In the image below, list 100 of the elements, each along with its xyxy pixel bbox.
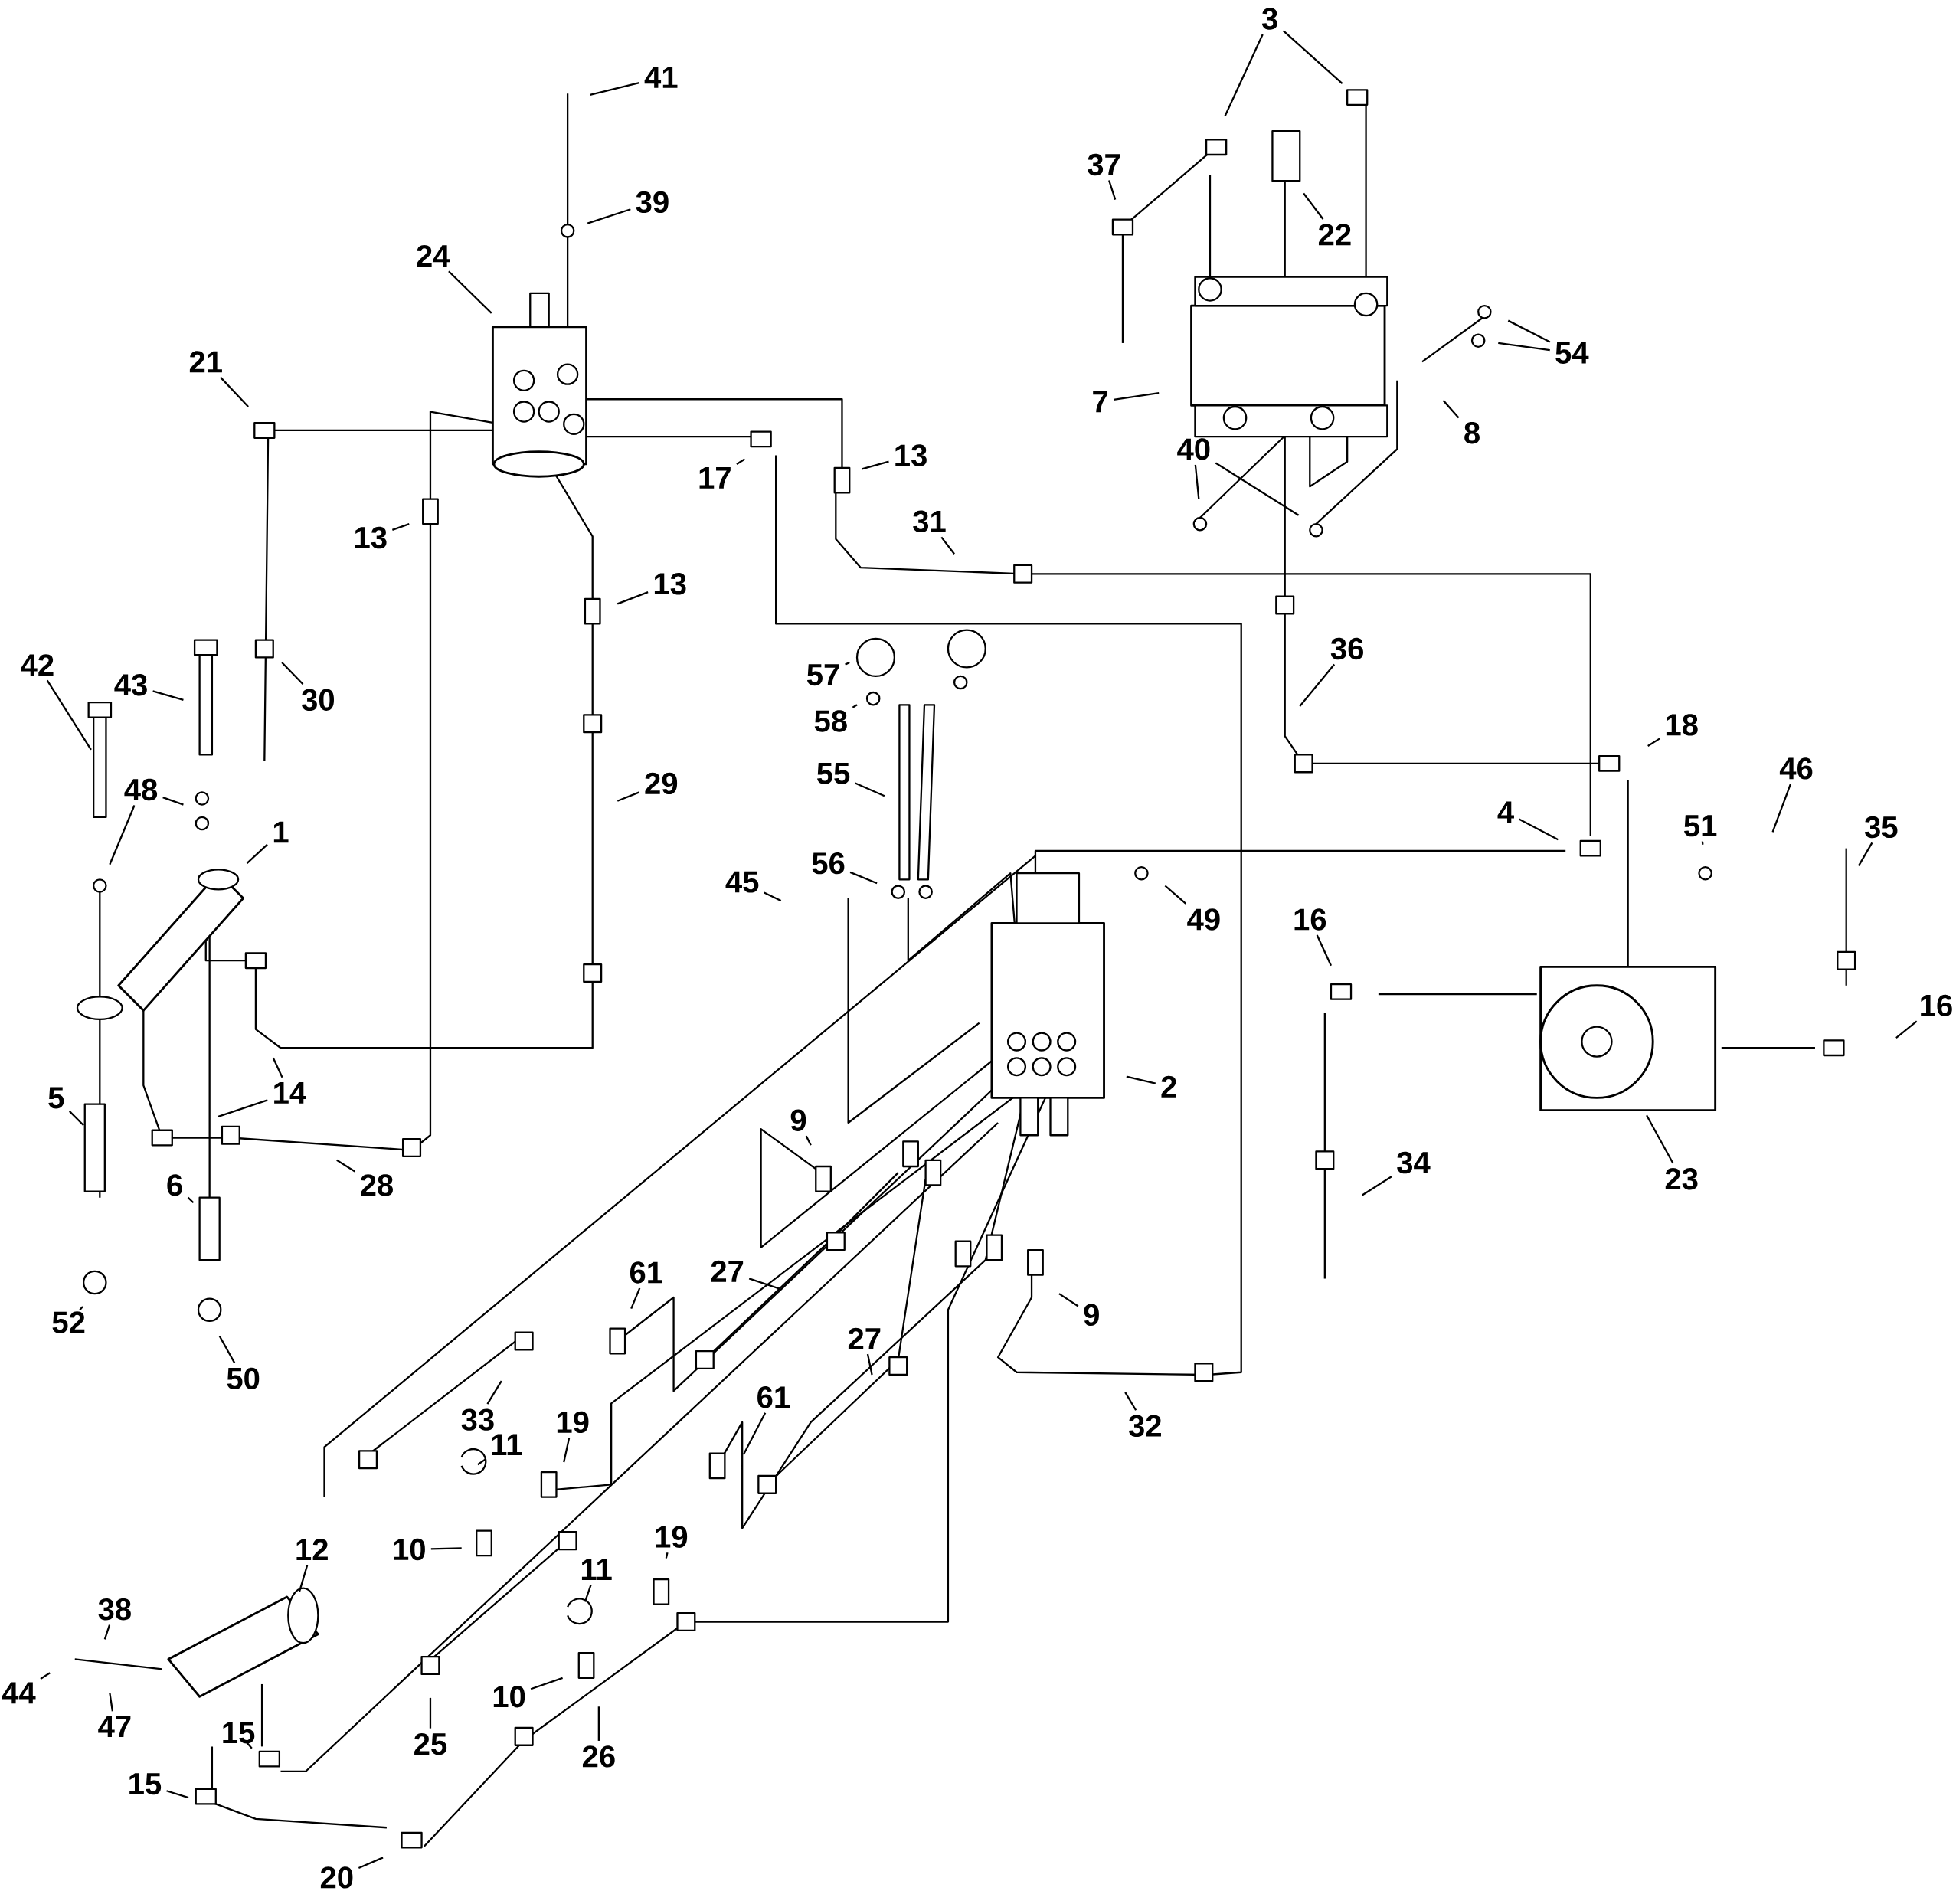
- leader-line: [742, 1412, 767, 1455]
- leader-line: [272, 1058, 283, 1078]
- callout-number: 26: [582, 1745, 615, 1768]
- callout-number: 30: [302, 689, 334, 712]
- leader-line: [1646, 1114, 1674, 1164]
- callout-number: 11: [492, 1434, 522, 1456]
- callout-number: 18: [1666, 714, 1698, 736]
- leader-line: [617, 591, 649, 605]
- callout-number: 50: [227, 1367, 260, 1390]
- callout-number: 56: [812, 852, 845, 875]
- leader-line: [68, 1111, 84, 1127]
- leader-line: [358, 1857, 384, 1870]
- leader-line: [530, 1677, 563, 1690]
- leader-line: [590, 82, 639, 97]
- callout-number: 52: [52, 1311, 85, 1333]
- callout-number: 14: [274, 1082, 306, 1104]
- leader-line: [162, 797, 184, 806]
- callout-number: 2: [1161, 1075, 1176, 1098]
- callout-number: 28: [361, 1174, 393, 1196]
- leader-line: [391, 523, 410, 532]
- leader-line: [1518, 818, 1559, 841]
- leader-line: [1507, 319, 1551, 343]
- callout-number: 19: [557, 1411, 589, 1434]
- callout-number: 29: [645, 772, 678, 795]
- leader-line: [805, 1135, 812, 1146]
- leader-line: [109, 805, 136, 865]
- leader-line: [597, 1706, 600, 1742]
- leader-line: [79, 1306, 83, 1311]
- callout-number: 37: [1088, 154, 1120, 176]
- leader-line: [218, 1099, 268, 1118]
- leader-line: [1108, 180, 1117, 201]
- leader-line: [1126, 1075, 1156, 1084]
- callout-number: 24: [417, 245, 450, 267]
- leader-line: [862, 460, 889, 470]
- leader-line: [940, 536, 955, 555]
- callout-number: 61: [757, 1386, 790, 1408]
- callout-number: 4: [1497, 801, 1514, 823]
- leader-line: [109, 1693, 113, 1712]
- callout-number: 40: [1177, 438, 1210, 460]
- callout-number: 10: [394, 1539, 425, 1561]
- callout-number: 48: [124, 779, 158, 801]
- leader-line: [855, 782, 885, 797]
- leader-line: [281, 662, 304, 685]
- callout-number: 5: [48, 1087, 64, 1109]
- callout-number: 10: [493, 1686, 525, 1708]
- leader-line: [246, 843, 268, 865]
- callout-number: 23: [1665, 1168, 1698, 1190]
- leader-line: [563, 1438, 571, 1463]
- callout-number: 27: [848, 1327, 881, 1349]
- leader-line: [46, 680, 92, 751]
- leader-line: [764, 891, 782, 902]
- callout-number: 45: [725, 871, 759, 893]
- callout-number: 32: [1128, 1415, 1161, 1438]
- leader-line: [1303, 193, 1324, 220]
- callout-number: 6: [167, 1174, 182, 1196]
- callout-number: 27: [711, 1261, 744, 1282]
- leader-line: [845, 662, 850, 666]
- leader-line: [246, 1742, 253, 1749]
- callout-number: 19: [656, 1526, 688, 1549]
- leader-line: [298, 1565, 309, 1592]
- leader-line: [103, 1624, 111, 1640]
- leader-line: [630, 1287, 641, 1310]
- callout-number: 22: [1319, 224, 1351, 246]
- leader-line: [1164, 885, 1187, 905]
- leader-line: [1771, 784, 1791, 833]
- leader-line: [1224, 34, 1264, 117]
- callout-number: 58: [814, 710, 847, 732]
- callout-number: 38: [98, 1598, 131, 1621]
- callout-number: 17: [699, 467, 731, 489]
- leader-line: [218, 1336, 236, 1364]
- callout-number: 8: [1464, 422, 1480, 444]
- leader-line: [1113, 392, 1160, 401]
- callout-number: 54: [1555, 342, 1589, 365]
- callout-number: 12: [296, 1539, 328, 1561]
- callout-number: 36: [1330, 637, 1363, 660]
- leader-line: [1215, 462, 1300, 516]
- callout-number: 15: [223, 1722, 255, 1744]
- callout-number: 42: [21, 654, 54, 676]
- callout-number: 16: [1294, 908, 1326, 931]
- callout-number: 33: [461, 1408, 494, 1431]
- callout-number: 9: [790, 1109, 806, 1132]
- callout-number: 57: [806, 664, 839, 686]
- leader-line: [1498, 342, 1550, 352]
- callout-number: 43: [114, 674, 147, 696]
- leader-line: [849, 872, 878, 885]
- leader-line: [187, 1197, 195, 1204]
- leader-line: [336, 1160, 355, 1173]
- leader-line: [665, 1552, 669, 1559]
- leader-line: [448, 270, 492, 314]
- callout-number: 7: [1093, 391, 1107, 413]
- callout-number: 15: [129, 1773, 162, 1795]
- leader-line: [152, 690, 184, 702]
- callout-number: 47: [98, 1716, 131, 1738]
- leader-line: [1647, 738, 1660, 748]
- leader-line: [430, 1547, 462, 1550]
- callout-number: 9: [1084, 1304, 1099, 1327]
- leader-line: [852, 704, 858, 708]
- callout-number: 3: [1261, 8, 1277, 30]
- leader-line: [617, 791, 640, 802]
- callout-number: 13: [654, 573, 686, 595]
